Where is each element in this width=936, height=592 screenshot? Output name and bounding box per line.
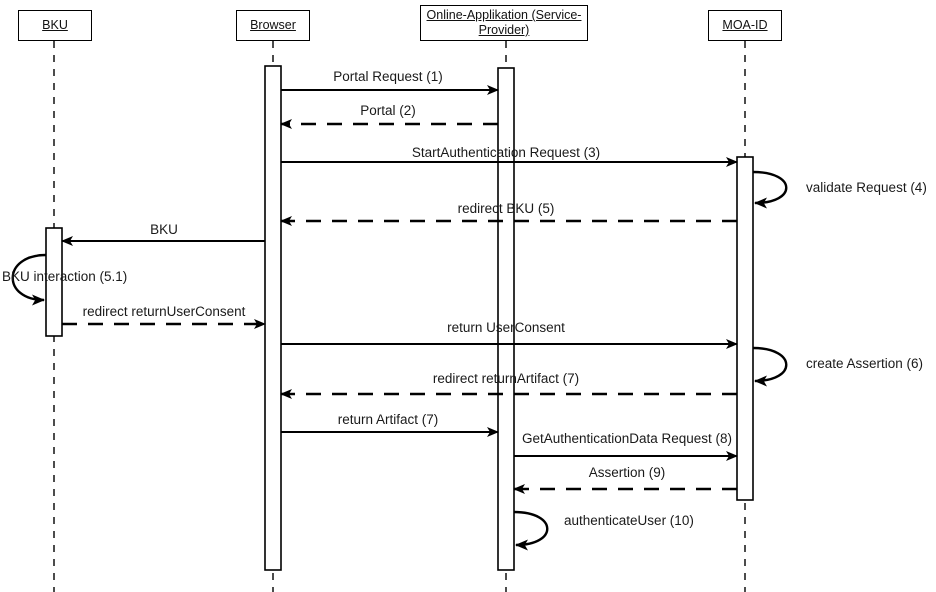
actor-box-oa[interactable]: Online-Applikation (Service-Provider) xyxy=(420,5,588,41)
actor-label-oa: Online-Applikation (Service-Provider) xyxy=(426,8,582,37)
message-label-15: authenticateUser (10) xyxy=(564,513,694,528)
actor-box-bku[interactable]: BKU xyxy=(18,10,92,41)
message-label-9: return UserConsent xyxy=(447,320,565,335)
message-label-3: StartAuthentication Request (3) xyxy=(411,145,601,160)
actor-label-bku: BKU xyxy=(42,18,68,32)
message-label-14: Assertion (9) xyxy=(588,465,666,480)
actor-label-browser: Browser xyxy=(250,18,296,32)
self-message-arrow-7 xyxy=(11,253,47,306)
message-label-6: BKU xyxy=(150,222,178,237)
message-label-8: redirect returnUserConsent xyxy=(82,304,246,319)
message-label-1: Portal Request (1) xyxy=(333,69,443,84)
self-message-arrow-15 xyxy=(513,510,549,551)
message-label-11: redirect returnArtifact (7) xyxy=(432,371,580,386)
self-message-arrow-10 xyxy=(752,346,788,387)
activation-bar-oa xyxy=(497,67,515,571)
message-label-13: GetAuthenticationData Request (8) xyxy=(521,431,733,446)
self-message-arrow-4 xyxy=(752,170,788,209)
message-label-12: return Artifact (7) xyxy=(337,412,439,427)
activation-bars-group xyxy=(45,65,754,571)
actor-box-moaid[interactable]: MOA-ID xyxy=(708,10,782,41)
message-arrows-group xyxy=(11,85,788,551)
activation-bar-bku xyxy=(45,227,63,337)
message-label-7: BKU interaction (5.1) xyxy=(2,269,128,284)
message-label-10: create Assertion (6) xyxy=(806,356,924,371)
message-label-2: Portal (2) xyxy=(360,103,416,118)
message-label-4: validate Request (4) xyxy=(806,180,927,195)
actor-box-browser[interactable]: Browser xyxy=(236,10,310,41)
activation-bar-moaid xyxy=(736,156,754,501)
activation-bar-browser xyxy=(264,65,282,571)
actor-label-moaid: MOA-ID xyxy=(722,18,768,32)
message-label-5: redirect BKU (5) xyxy=(457,201,555,216)
